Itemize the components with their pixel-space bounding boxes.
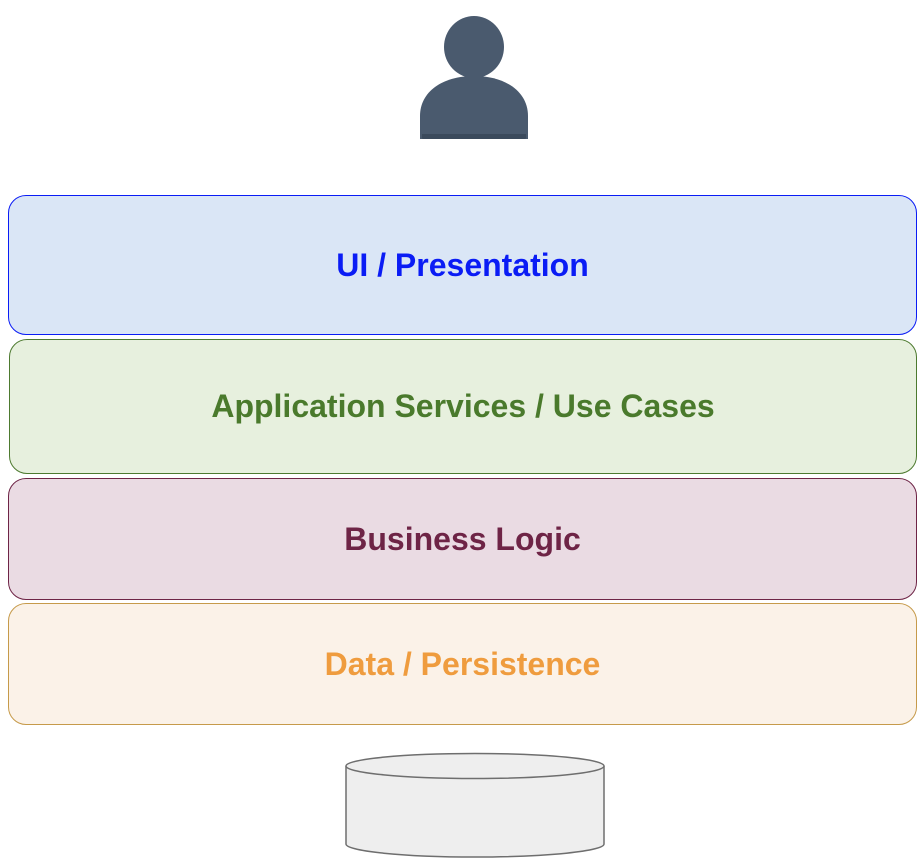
layer-data-persistence: Data / Persistence bbox=[8, 603, 917, 725]
layer-application-services-label: Application Services / Use Cases bbox=[211, 388, 715, 424]
user-icon bbox=[420, 16, 528, 139]
layer-ui-presentation: UI / Presentation bbox=[8, 195, 917, 335]
database-icon bbox=[345, 752, 605, 858]
layer-application-services: Application Services / Use Cases bbox=[9, 339, 917, 474]
layer-business-logic: Business Logic bbox=[8, 478, 917, 600]
layer-data-persistence-label: Data / Persistence bbox=[324, 645, 601, 682]
layer-ui-presentation-label: UI / Presentation bbox=[336, 246, 589, 283]
layer-business-logic-label: Business Logic bbox=[344, 520, 581, 557]
